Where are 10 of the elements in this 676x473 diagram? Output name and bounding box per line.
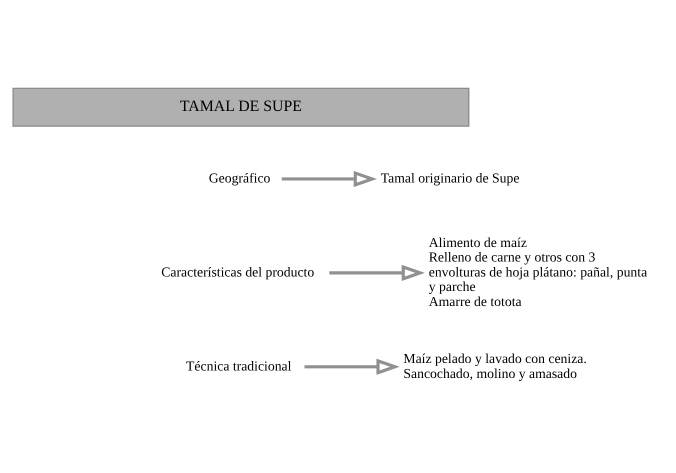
node-text: Características del producto: [161, 264, 314, 279]
arrow: [282, 170, 377, 187]
node-text: Tamal originario de Supe: [380, 170, 520, 186]
arrow: [304, 358, 400, 374]
arrow: [329, 264, 425, 281]
node-text: Maíz pelado y lavado con ceniza. Sancochado, molino y amasado: [403, 350, 587, 380]
node-text: Geográfico: [208, 170, 270, 186]
node-text: Alimento de maíz Relleno de carne y otros con 3 envolturas de hoja plátano: pañal, punta y parche Amarre de totota: [428, 234, 648, 309]
node-box: TAMAL DE SUPE: [12, 87, 470, 126]
node-text: Técnica tradicional: [186, 358, 292, 373]
